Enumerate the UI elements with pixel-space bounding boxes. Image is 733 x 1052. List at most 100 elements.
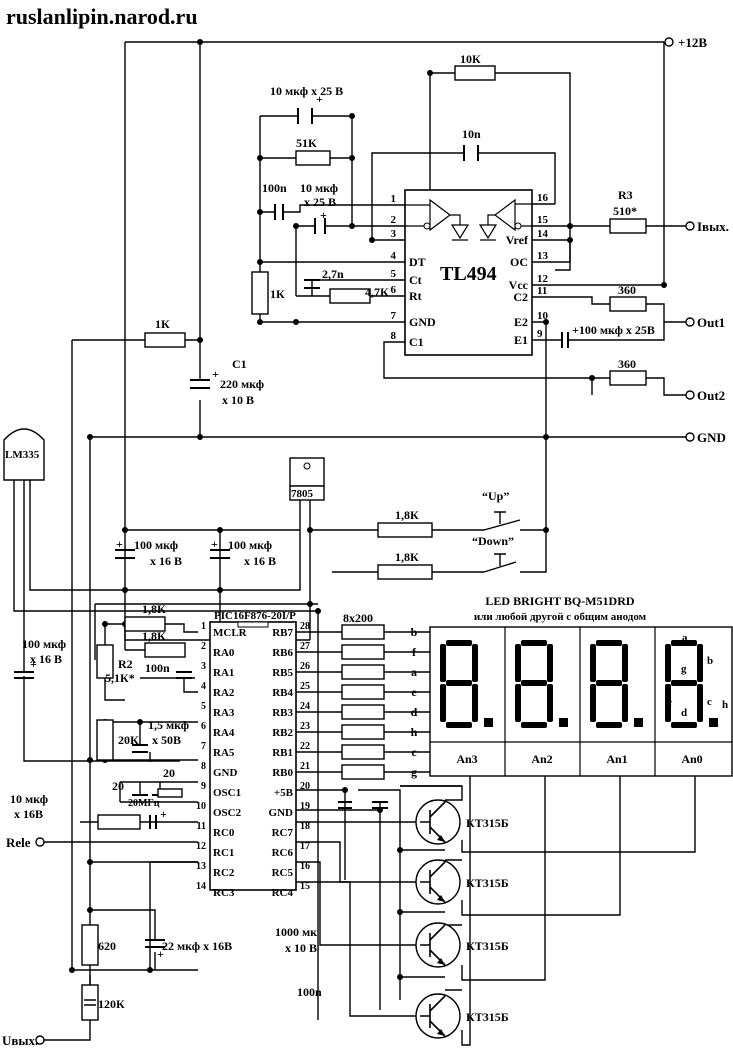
pic-pin-27-number: 27 (300, 641, 310, 652)
tl494-pin-13-name: OC (510, 255, 528, 269)
resistor-1k8-down (377, 564, 433, 580)
pic-pin-17-number: 17 (300, 841, 310, 852)
label-c-10mkf-b: x 25 В (304, 195, 336, 209)
tl494-pin-11-number: 11 (537, 285, 547, 297)
pic-pin-3-name: RA1 (213, 667, 234, 679)
pic-pin-16-number: 16 (300, 861, 310, 872)
tl494-pin-14-name: Vref (506, 233, 529, 247)
label-r-620: 620 (98, 939, 116, 953)
label-c-100-16-a2: x 16 В (150, 554, 182, 568)
pic-pin-20-name: +5В (274, 787, 294, 799)
digit-1-segment-5 (515, 644, 521, 682)
terminal-rele-label: Rele (6, 835, 31, 850)
tl494-pin-3-number: 3 (391, 228, 397, 240)
pic-pin-28-number: 28 (300, 621, 310, 632)
digit-0-segment-4 (440, 684, 446, 722)
led-display (429, 626, 733, 777)
label-c-100-16-b1: 100 мкф (228, 538, 272, 552)
digit-3-segment-1 (697, 644, 703, 682)
resistor-360-b (609, 370, 647, 386)
led-anode-an1-label: An1 (606, 752, 627, 766)
pic-pin-8-name: GND (213, 767, 238, 779)
digit-3-segment-6 (671, 680, 697, 686)
tl494-pin-7-name: GND (409, 315, 436, 329)
label-c-15-b: x 50В (152, 733, 181, 747)
transistor-4-label: КТ315Б (466, 1010, 509, 1024)
tl494-pin-12-name: Vcc (509, 278, 529, 292)
resistor-20k (96, 719, 114, 761)
led-anode-an0-label: An0 (681, 752, 702, 766)
tl494-pin-1-number: 1 (391, 193, 397, 205)
transistor-4 (415, 993, 461, 1039)
digit-1-segment-0 (521, 640, 547, 646)
label-c-100-16-l1: 100 мкф (22, 637, 66, 651)
label-r-1k-h: 1К (155, 317, 170, 331)
led-pin-d-label: d (411, 705, 418, 719)
label-c-10-16-b: x 16В (14, 807, 43, 821)
label-c-100-25: +100 мкф x 25В (572, 323, 655, 337)
terminal-uvyh-label: Uвых. (2, 1033, 38, 1048)
pic-pin-27-name: RB6 (272, 647, 293, 659)
seg-g-label: g (681, 663, 687, 675)
tl494-pin-16-number: 16 (537, 192, 549, 204)
pic-pin-19-number: 19 (300, 801, 310, 812)
label-c-10n: 10n (462, 127, 481, 141)
pic-pin-26-name: RB5 (272, 667, 293, 679)
resistor-r2 (96, 644, 114, 679)
pic-pin-1-name: MCLR (213, 627, 248, 639)
resistor-1k-horizontal (144, 332, 186, 348)
label-c-100-16-b2: x 16 В (244, 554, 276, 568)
pic-pin-12-number: 12 (196, 841, 206, 852)
tl494-pin-9-name: E1 (514, 333, 528, 347)
svg-text:+: + (157, 947, 164, 961)
label-c-20-a: 20 (112, 779, 124, 793)
pic-pin-10-name: OSC2 (213, 807, 242, 819)
tl494-pin-6-number: 6 (391, 284, 397, 296)
label-r2: R2 (118, 657, 133, 671)
led-pin-g-label: g (411, 765, 417, 779)
pic-pin-14-number: 14 (196, 881, 206, 892)
label-r-18k-2: 1,8К (142, 629, 166, 643)
pic-pin-24-name: RB3 (272, 707, 293, 719)
pic-pin-14-name: RC3 (213, 887, 235, 899)
digit-3-segment-2 (697, 684, 703, 722)
digit-1-segment-2 (547, 684, 553, 722)
tl494-pin-7-number: 7 (391, 310, 397, 322)
digit-1-segment-3 (521, 722, 547, 728)
label-r3: R3 (618, 188, 633, 202)
digit-3-segment-0 (671, 640, 697, 646)
label-r-10k: 10К (460, 52, 481, 66)
wires (13, 41, 696, 1046)
pic-name: PIC16F876-20I/P (214, 610, 296, 622)
digit-2-segment-3 (596, 722, 622, 728)
label-xtal: 20МГц (128, 798, 160, 809)
pic-pin-17-name: RC6 (272, 847, 294, 859)
digit-3-segment-5 (665, 644, 671, 682)
digit-2-segment-6 (596, 680, 622, 686)
tl494-pin-4-name: DT (409, 255, 426, 269)
led-pin-e-label: e (411, 685, 417, 699)
digit-1-dot (559, 718, 568, 727)
digit-1-segment-6 (521, 680, 547, 686)
label-c-100n-a: 100n (262, 181, 287, 195)
label-c-1000-a: 1000 мк (275, 925, 317, 939)
pic-pin-23-name: RB2 (272, 727, 293, 739)
digit-2-dot (634, 718, 643, 727)
button-down (483, 553, 517, 573)
resistor-r3 (609, 218, 647, 234)
seg-e-label: e (667, 696, 672, 708)
label-r3-val: 510* (613, 204, 637, 218)
tl494-pin-5-name: Ct (409, 273, 422, 287)
led-pin-a-label: a (411, 665, 417, 679)
label-c-10-16-a: 10 мкф (10, 792, 48, 806)
seg-h-label: h (722, 699, 728, 711)
resistor-120k (81, 984, 99, 1021)
digit-0-segment-1 (472, 644, 478, 682)
pic-pin-9-name: OSC1 (213, 787, 241, 799)
label-r-18k-1: 1,8К (142, 602, 166, 616)
label-c-100n-c: 100n (297, 985, 322, 999)
pic-pin-24-number: 24 (300, 701, 310, 712)
pic-pin-22-name: RB1 (272, 747, 293, 759)
